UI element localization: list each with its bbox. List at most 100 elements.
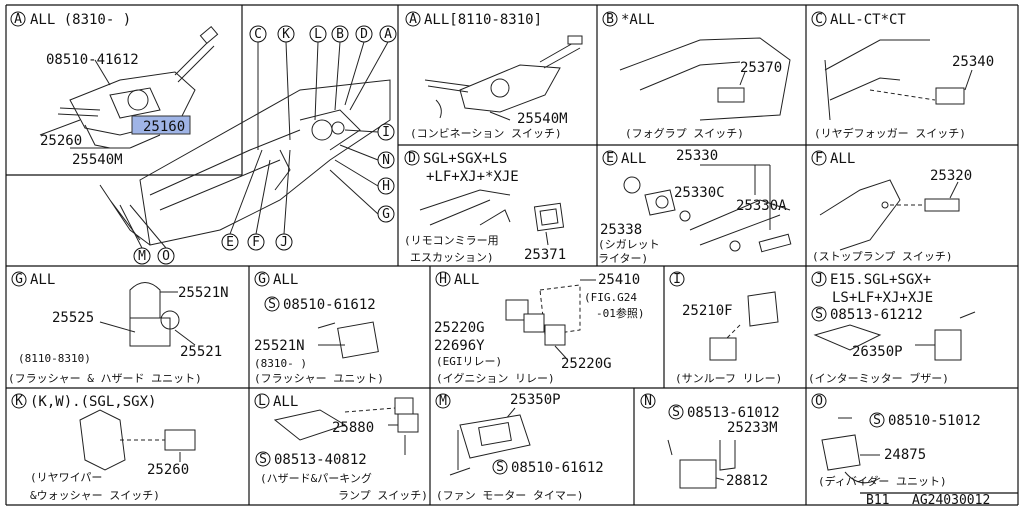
circle-letter-s-o: S (873, 413, 881, 428)
panel-d-caption-1: (リモコンミラー用 (404, 234, 499, 247)
part-25330[interactable]: 25330 (676, 148, 718, 164)
panel-l-title: ALL (273, 394, 298, 410)
part-25330a[interactable]: 25330A (736, 198, 787, 214)
part-25160[interactable]: 25160 (143, 119, 185, 135)
panel-c-caption: (リヤデフォッガー スイッチ) (814, 126, 966, 140)
circle-letter-s-g2: S (268, 297, 276, 312)
circle-letter-s-j: S (815, 307, 823, 322)
panel-j-title-2: LS+LF+XJ+XJE (832, 290, 933, 306)
part-25540m[interactable]: 25540M (517, 111, 568, 127)
callout-m[interactable]: M (138, 249, 146, 264)
circle-letter-g2: G (258, 272, 266, 287)
main-title: ALL (8310- ) (30, 12, 131, 28)
callout-f[interactable]: F (252, 235, 260, 250)
part-25320[interactable]: 25320 (930, 168, 972, 184)
panel-n: N S 08513-61012 25233M 28812 (640, 393, 780, 489)
part-25880[interactable]: 25880 (332, 420, 374, 436)
part-25260-k[interactable]: 25260 (147, 462, 189, 478)
part-28812[interactable]: 28812 (726, 473, 768, 489)
callout-c[interactable]: C (254, 27, 262, 42)
callout-n[interactable]: N (382, 153, 390, 168)
panel-e: E ALL 25330 25330C 25330A 25338 (シガレット ラ… (598, 148, 792, 265)
panel-k-caption-1: (リヤワイパー (30, 471, 102, 484)
panel-h-egi: (EGIリレー) (436, 355, 502, 368)
callout-g[interactable]: G (382, 207, 390, 222)
panel-c: C ALL-CT*CT 25340 (リヤデフォッガー スイッチ) (811, 11, 994, 140)
panel-i-caption: (サンルーフ リレー) (675, 372, 782, 385)
part-25350p[interactable]: 25350P (510, 392, 561, 408)
panel-d: D SGL+SGX+LS +LF+XJ+*XJE 25371 (リモコンミラー用… (404, 150, 566, 264)
callout-i[interactable]: I (382, 125, 390, 140)
part-25521n[interactable]: 25521N (178, 285, 229, 301)
panel-h-ref-1: (FIG.G24 (584, 291, 637, 304)
circle-letter-b: B (606, 12, 614, 27)
footer: B11 AG24030012 (866, 493, 990, 508)
part-25370[interactable]: 25370 (740, 60, 782, 76)
circle-letter-a: A (14, 12, 22, 27)
panel-h-title: ALL (454, 272, 479, 288)
footer-code: AG24030012 (912, 493, 990, 508)
panel-i: I 25210F (サンルーフ リレー) (669, 271, 782, 385)
callout-h[interactable]: H (382, 179, 390, 194)
panel-m-caption: (ファン モーター タイマー) (436, 489, 584, 502)
part-25220g-1[interactable]: 25220G (434, 320, 485, 336)
part-25233m[interactable]: 25233M (727, 420, 778, 436)
part-08510-61612-m[interactable]: 08510-61612 (511, 460, 604, 476)
panel-l-caption-2: ランプ スイッチ) (338, 489, 428, 502)
panel-f-title: ALL (830, 151, 855, 167)
panel-e-caption-2: ライター) (598, 252, 648, 265)
callout-l[interactable]: L (314, 27, 322, 42)
part-25260[interactable]: 25260 (40, 133, 82, 149)
panel-b-title: *ALL (621, 12, 655, 28)
callout-o[interactable]: O (162, 249, 170, 264)
callout-b[interactable]: B (336, 27, 344, 42)
part-08513-61012[interactable]: 08513-61012 (687, 405, 780, 421)
part-25410[interactable]: 25410 (598, 272, 640, 288)
panel-j-caption: (インターミッター ブザー) (808, 371, 949, 385)
part-08510-51012[interactable]: 08510-51012 (888, 413, 981, 429)
callout-k[interactable]: K (282, 27, 290, 42)
part-26350p[interactable]: 26350P (852, 344, 903, 360)
circle-letter-j: J (815, 272, 823, 287)
circle-letter-l: L (258, 394, 266, 409)
part-08510-61612-g2[interactable]: 08510-61612 (283, 297, 376, 313)
part-25220g-2[interactable]: 25220G (561, 356, 612, 372)
panel-j-title-1: E15.SGL+SGX+ (830, 272, 931, 288)
part-08513-61212[interactable]: 08513-61212 (830, 307, 923, 323)
circle-letter-n: N (644, 394, 652, 409)
circle-letter-i: I (673, 272, 681, 287)
panel-f-caption: (ストップランプ スイッチ) (812, 250, 953, 263)
panel-a-caption: (コンビネーション スイッチ) (410, 127, 562, 140)
panel-e-title: ALL (621, 151, 646, 167)
callout-a[interactable]: A (384, 27, 392, 42)
part-25338[interactable]: 25338 (600, 222, 642, 238)
panel-g: G ALL 25521N 25525 25521 (8110-8310) (フラ… (8, 271, 229, 385)
circle-letter-m: M (439, 394, 447, 409)
callout-e[interactable]: E (226, 235, 234, 250)
panel-c-title: ALL-CT*CT (830, 12, 906, 28)
panel-g2: G ALL S 08510-61612 25521N (8310- ) (フラッ… (254, 271, 384, 385)
part-08513-40812[interactable]: 08513-40812 (274, 452, 367, 468)
circle-letter-s-m: S (496, 460, 504, 475)
callout-j[interactable]: J (280, 235, 288, 250)
circle-letter-d: D (408, 151, 416, 166)
part-08510-41612[interactable]: 08510-41612 (46, 52, 139, 68)
part-25340[interactable]: 25340 (952, 54, 994, 70)
part-25330c[interactable]: 25330C (674, 185, 725, 201)
part-25521[interactable]: 25521 (180, 344, 222, 360)
part-22696y[interactable]: 22696Y (434, 338, 485, 354)
part-25371[interactable]: 25371 (524, 247, 566, 263)
circle-letter-f: F (815, 151, 823, 166)
panel-g-range: (8110-8310) (18, 352, 91, 365)
part-25525[interactable]: 25525 (52, 310, 94, 326)
part-25210f[interactable]: 25210F (682, 303, 733, 319)
part-25521n-g2[interactable]: 25521N (254, 338, 305, 354)
part-25540m-main[interactable]: 25540M (72, 152, 123, 168)
part-24875[interactable]: 24875 (884, 447, 926, 463)
callout-d[interactable]: D (360, 27, 368, 42)
panel-j: J E15.SGL+SGX+ LS+LF+XJ+XJE S 08513-6121… (808, 271, 976, 385)
circle-letter-h: H (439, 272, 447, 287)
panel-a: A ALL[8110-8310] 25540M (コンビネーション スイッチ) (405, 11, 583, 140)
panel-h: H ALL 25410 (FIG.G24 -01参照) 25220G 22696… (434, 271, 645, 385)
